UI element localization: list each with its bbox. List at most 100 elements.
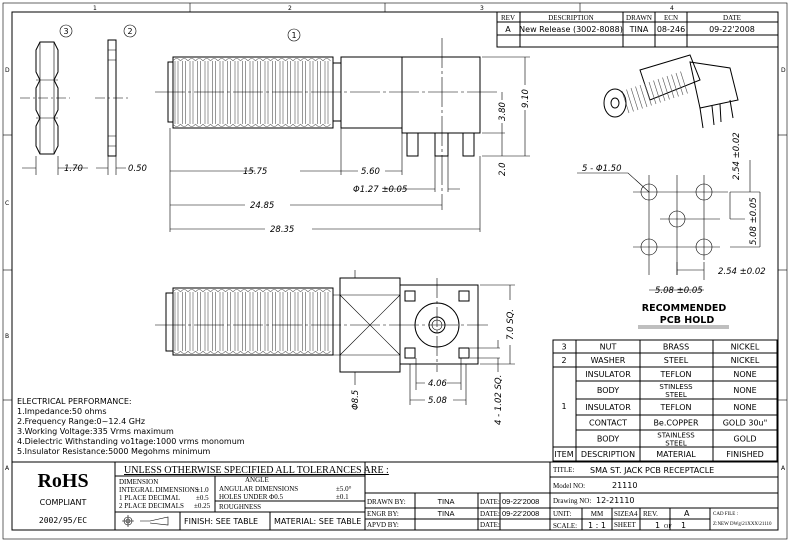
bom-mat: TEFLON	[660, 403, 692, 412]
rev-label: REV.	[643, 510, 658, 518]
electrical-item: 4.Dielectric Withstanding vo1tage:1000 v…	[17, 437, 245, 446]
pcb-v-pitch-large: 5.08 ±0.05	[749, 197, 759, 245]
drawing-title-block: TITLE: SMA ST. JACK PCB RECEPTACLE Model…	[553, 466, 772, 530]
bom-header: ITEM	[554, 450, 573, 459]
dim-2-0: 2.0	[498, 162, 508, 176]
zone-col-3: 3	[480, 5, 484, 12]
bom-item: 2	[561, 356, 566, 365]
electrical-item: 2.Frequency Range:0~12.4 GHz	[17, 417, 145, 426]
electrical-title: ELECTRICAL PERFORMANCE:	[17, 397, 132, 406]
tol-holes: HOLES UNDER Φ0.5	[219, 493, 284, 501]
drawn-date-label: DATE:	[480, 498, 500, 506]
rev-drawn: TINA	[629, 25, 649, 34]
zone-row-a-right: A	[781, 465, 786, 472]
tol-one-place-value: ±0.5	[196, 494, 209, 502]
tol-holes-value: ±0.1	[336, 493, 349, 501]
cad-file-label: CAD FILE :	[713, 512, 738, 517]
bom-mat: STAINLESS	[657, 432, 695, 440]
rohs-logo: RoHS	[37, 470, 88, 492]
zone-row-d-right: D	[781, 67, 786, 74]
balloon-2: 2	[127, 27, 132, 36]
pcb-title-line2: PCB HOLD	[660, 315, 715, 326]
tol-angular: ANGULAR DIMENSIONS	[219, 485, 298, 493]
bom-mat: STINLESS	[659, 383, 693, 391]
washer-width-dimension: 0.50	[128, 164, 147, 174]
tol-integral: INTEGRAL DIMENSIONS	[119, 486, 199, 494]
electrical-performance-notes: ELECTRICAL PERFORMANCE: 1.Impedance:50 o…	[17, 397, 245, 456]
engr-date-label: DATE:	[480, 510, 500, 518]
electrical-item: 3.Working Voltage:335 Vrms maximum	[17, 427, 174, 436]
description-header: DESCRIPTION	[548, 14, 594, 22]
bom-item: 1	[561, 402, 566, 411]
pcb-hole	[695, 183, 713, 201]
apvd-date-label: DATE:	[480, 521, 500, 529]
bom-mat: STEEL	[664, 356, 689, 365]
date-header: DATE	[723, 14, 741, 22]
connector-top-view	[155, 277, 488, 373]
nut-side-view	[20, 41, 70, 155]
pcb-v-pitch-small: 2.54 ±0.02	[732, 132, 742, 180]
scale-label: SCALE:	[553, 522, 577, 530]
size: A4	[629, 510, 638, 518]
pcb-hole	[668, 210, 686, 228]
bom-desc: BODY	[597, 386, 619, 395]
electrical-item: 1.Impedance:50 ohms	[17, 407, 107, 416]
bom-desc: WASHER	[591, 356, 626, 365]
tol-roughness: ROUGHNESS	[219, 503, 261, 511]
bom-mat: Be.COPPER	[653, 419, 699, 428]
bom-desc: INSULATOR	[585, 403, 631, 412]
pcb-hole	[695, 238, 713, 256]
bom-mat: BRASS	[663, 343, 689, 352]
drawing-title: SMA ST. JACK PCB RECEPTACLE	[590, 466, 714, 475]
dim-15-75: 15.75	[243, 167, 267, 177]
pcb-h-pitch-small: 2.54 ±0.02	[718, 267, 766, 277]
rev-date: 09-22'2008	[709, 25, 755, 34]
dim-28-35: 28.35	[270, 225, 294, 235]
bom-fin: NICKEL	[731, 356, 760, 365]
pcb-title-line1: RECOMMENDED	[642, 303, 727, 314]
bom-fin: GOLD 30u"	[723, 419, 768, 428]
isometric-view	[603, 54, 739, 129]
drawn-by: TINA	[437, 497, 454, 506]
dim-5-60: 5.60	[361, 167, 380, 177]
engr-date: 09-22'2008	[502, 509, 539, 518]
zone-labels: 1 2 3 4 D C B A D A	[5, 5, 786, 472]
zone-col-4: 4	[670, 5, 674, 12]
cad-file-path: Z:NEW DWg\21XXX\21110	[713, 522, 772, 527]
rohs-mark: RoHS COMPLIANT 2002/95/EC	[37, 470, 88, 525]
bom-fin: NICKEL	[731, 343, 760, 352]
unit-label: UNIT:	[553, 510, 571, 518]
rohs-directive: 2002/95/EC	[39, 516, 87, 525]
rohs-compliant: COMPLIANT	[40, 498, 87, 507]
bom-header: FINISHED	[726, 450, 764, 459]
material-note: MATERIAL: SEE TABLE	[274, 517, 361, 526]
bom-mat: STEEL	[665, 391, 687, 399]
tol-angular-value: ±5.0°	[336, 485, 352, 493]
pcb-h-pitch-large: 5.08 ±0.05	[655, 286, 703, 296]
dim-24-85: 24.85	[250, 201, 274, 211]
unit: MM	[591, 510, 604, 518]
nut-width-dimension: 1.70	[64, 164, 83, 174]
zone-col-1: 1	[93, 5, 97, 12]
zone-row-d: D	[5, 67, 10, 74]
rev-description: New Release (3002-8088)	[519, 25, 623, 34]
bom-item: 3	[561, 343, 566, 352]
drawing-number: 12-21110	[596, 496, 635, 505]
nut-washer-dimensions: 1.70 0.50	[22, 156, 147, 175]
top-view-dimensions: 4.06 5.08 Φ8.5 7.0 SQ. 4 - 1.02 SQ.	[351, 270, 516, 425]
tol-two-place-value: ±0.25	[194, 502, 211, 510]
scale: 1 : 1	[588, 521, 606, 530]
bom-fin: NONE	[733, 386, 756, 395]
pcb-hole-pattern: 5 - Φ1.50 2.54 ±0.02 5.08 ±0.05 2.54 ±0.…	[577, 132, 766, 329]
balloon-1: 1	[291, 31, 296, 40]
revision-table: REV DESCRIPTION DRAWN ECN DATE A New Rel…	[496, 11, 779, 48]
engr-by: TINA	[437, 509, 454, 518]
sheet-total: 1	[681, 521, 686, 530]
bom-fin: NONE	[733, 403, 756, 412]
zone-row-b: B	[5, 333, 9, 340]
bom-header: MATERIAL	[656, 450, 696, 459]
pcb-holes-callout: 5 - Φ1.50	[582, 164, 622, 174]
bom-mat: TEFLON	[660, 370, 692, 379]
